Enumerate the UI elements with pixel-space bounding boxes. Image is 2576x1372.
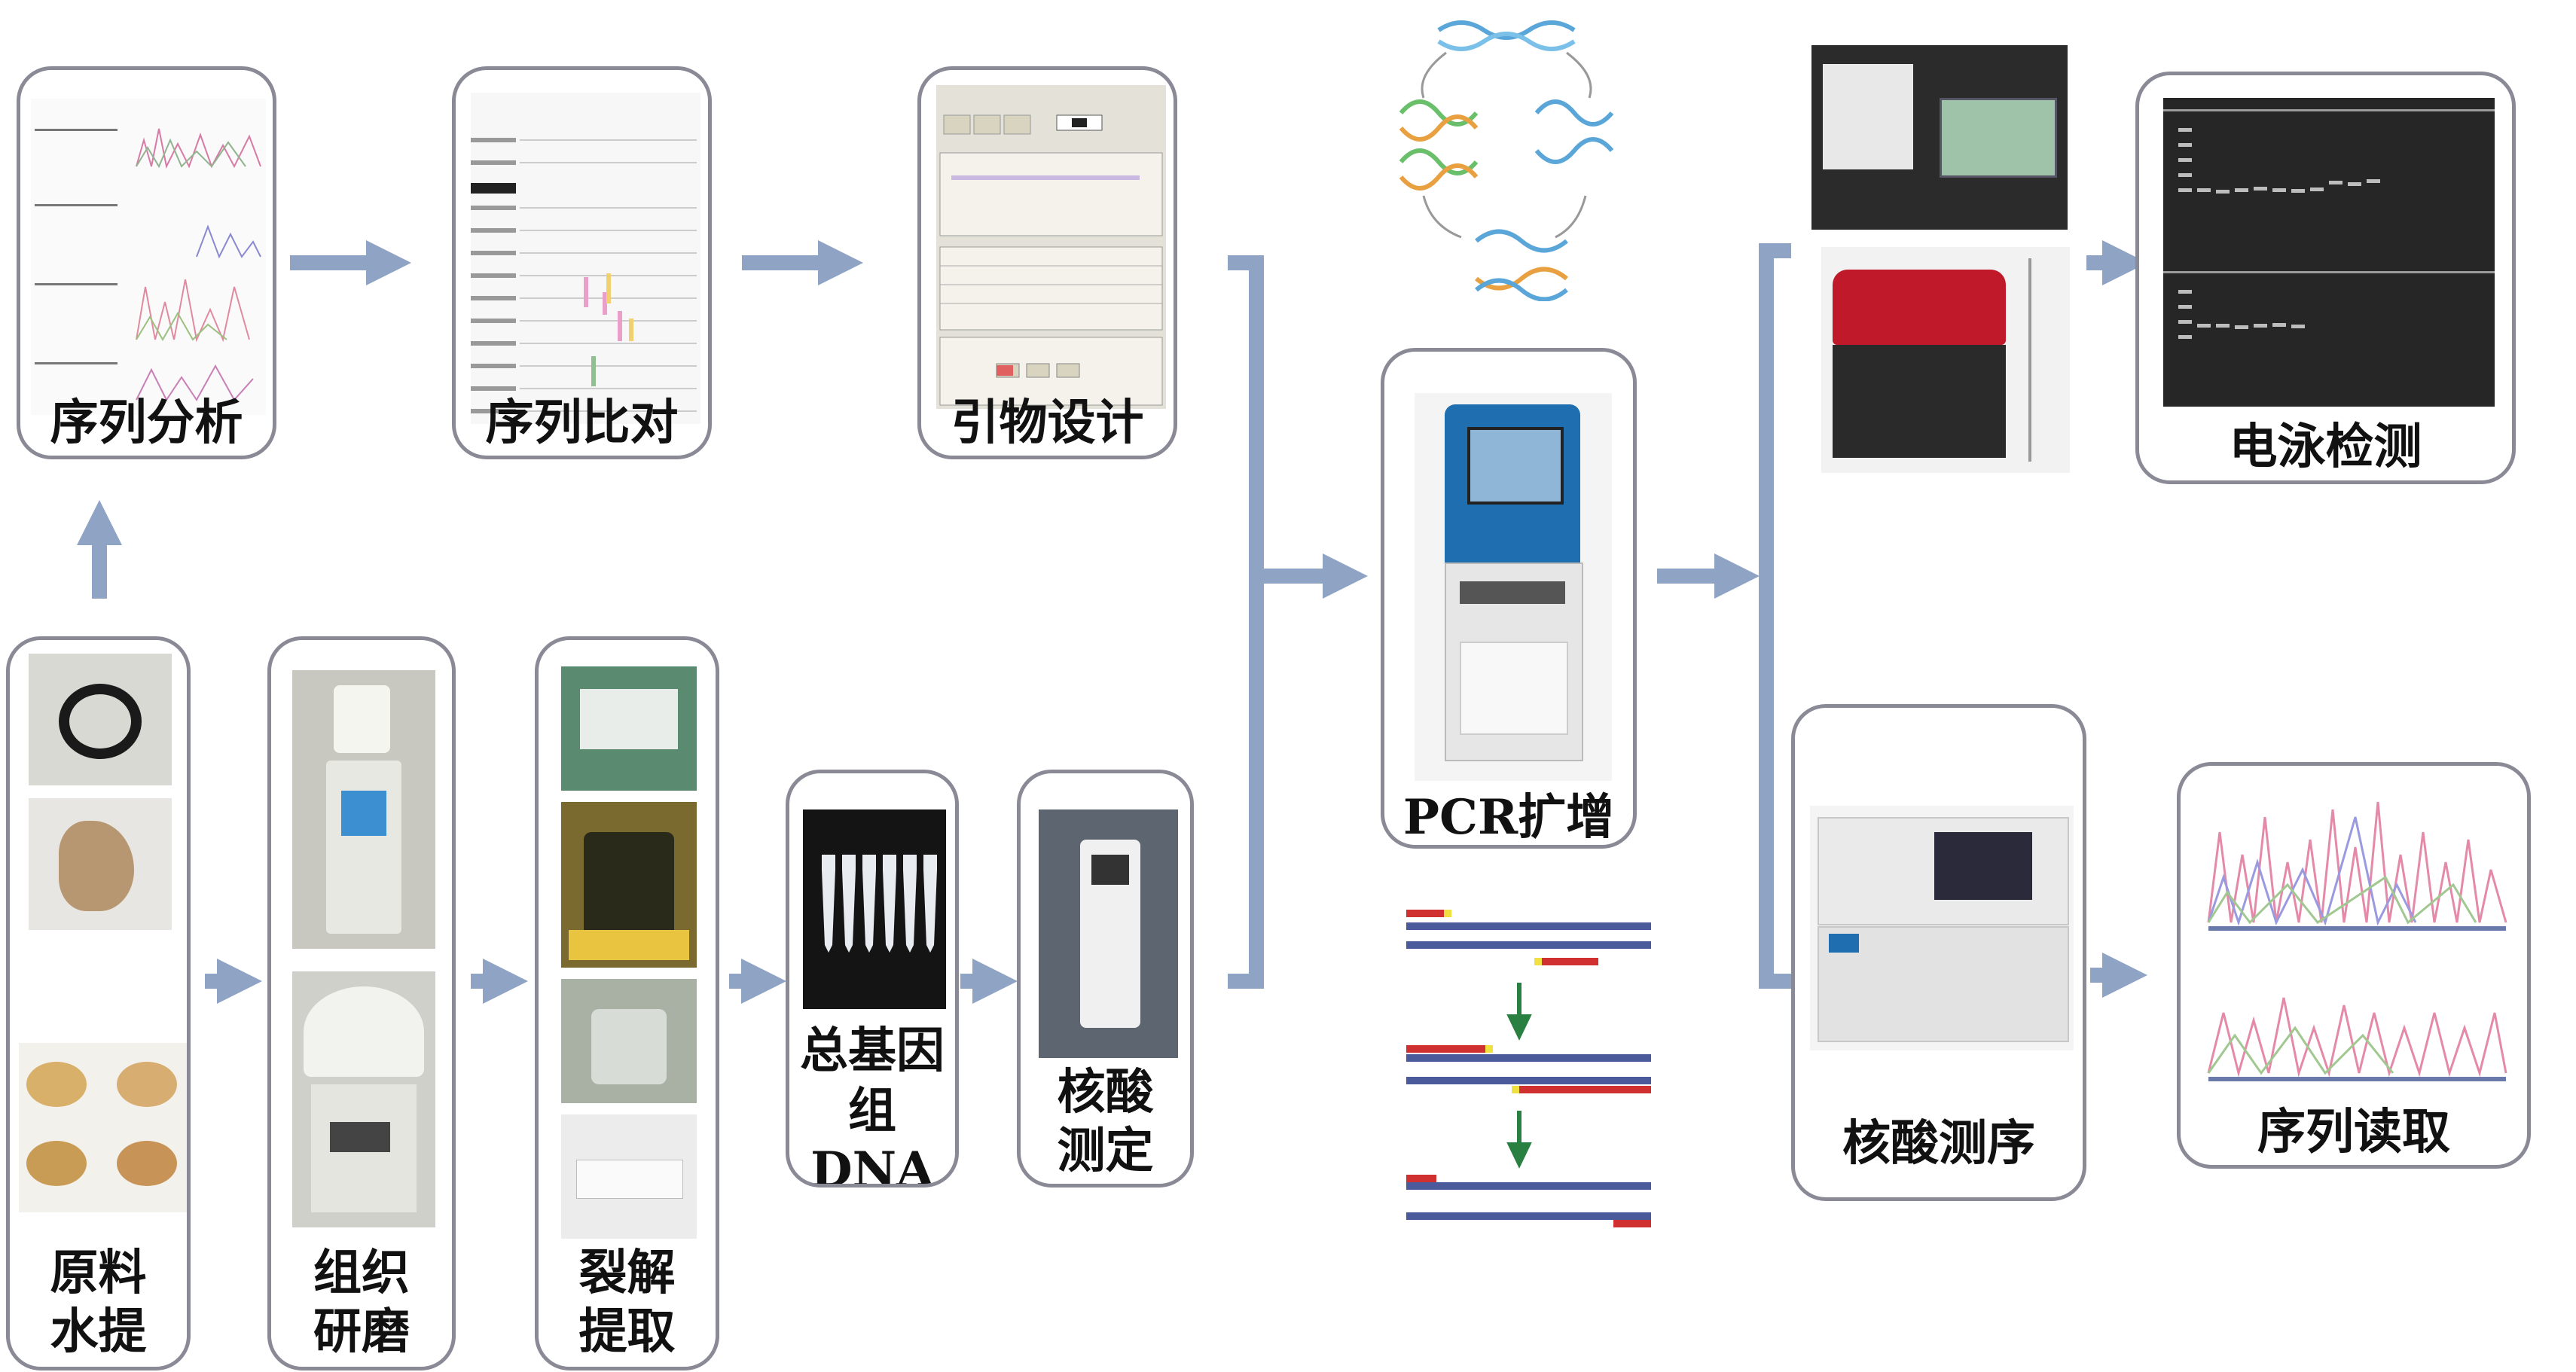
step-electrophoresis-detection: 电泳检测: [2135, 72, 2516, 484]
step-label-line-2: 测定: [1057, 1124, 1154, 1179]
alignment-image: [471, 93, 700, 424]
step-sequence-alignment: 序列比对: [452, 66, 712, 459]
dna-tubes-photo: [803, 809, 946, 1009]
primer-software-image: [936, 85, 1166, 409]
step-total-genomic-dna: 总基因 组DNA: [786, 770, 959, 1188]
step-label: 核酸测序: [1842, 1116, 2035, 1172]
step-label-line-1: 组织: [313, 1245, 410, 1301]
raw-material-photo-1: [29, 654, 172, 785]
spectrophotometer-photo: [1039, 809, 1178, 1058]
power-supply-photo: [1821, 247, 2070, 473]
step-label-line-1: 核酸: [1057, 1065, 1154, 1120]
step-nucleic-acid-measurement: 核酸 测定: [1017, 770, 1194, 1188]
gel-image: [2163, 98, 2495, 407]
step-label: 序列读取: [2257, 1105, 2450, 1160]
step-label-line-2: 组DNA: [810, 1083, 934, 1188]
bracket-from-pcr: [1759, 243, 1791, 989]
step-primer-design: 引物设计: [917, 66, 1177, 459]
sequencing-trace-image: [2207, 801, 2507, 1081]
pcr-machine-photo: [1415, 393, 1612, 781]
chromatogram-image: [31, 99, 266, 415]
step-lysis-extraction: 裂解 提取: [535, 636, 719, 1370]
step-raw-material-water-extraction: 原料 水提: [6, 636, 191, 1370]
step-label-line-1: 原料: [50, 1245, 147, 1301]
step-label-line-2: 提取: [578, 1304, 676, 1360]
label-bottle-photo: [561, 1114, 697, 1239]
step-label-line-2: 水提: [50, 1304, 147, 1360]
step-sequence-reading: 序列读取: [2177, 762, 2531, 1169]
step-label-line-2: 研磨: [313, 1304, 410, 1360]
step-label-line-1: 总基因: [800, 1023, 945, 1079]
step-label: 电泳检测: [2229, 419, 2422, 475]
raw-material-photo-2: [29, 798, 172, 930]
sequencer-photo: [1810, 806, 2074, 1050]
kit-photo-1: [561, 666, 697, 791]
step-tissue-grinding: 组织 研磨: [267, 636, 456, 1370]
pcr-cycle-diagram: [1399, 20, 1614, 301]
step-sequence-analysis: 序列分析: [17, 66, 276, 459]
step-nucleic-acid-sequencing: 核酸测序: [1791, 704, 2086, 1201]
centrifuge-photo: [292, 971, 435, 1227]
step-label: PCR扩增: [1402, 789, 1615, 846]
reagent-bottle-photo: [561, 802, 697, 968]
bracket-to-pcr: [1228, 255, 1264, 989]
step-label: 序列分析: [50, 395, 243, 451]
powder-samples-photo: [19, 1043, 187, 1212]
grinder-photo: [292, 670, 435, 949]
step-pcr-amplification: PCR扩增: [1381, 348, 1637, 849]
step-label: 序列比对: [485, 395, 679, 451]
step-label-line-1: 裂解: [578, 1245, 676, 1301]
primer-binding-diagram: [1406, 910, 1651, 1227]
electrophoresis-tank-photo: [1811, 45, 2068, 230]
tube-photo: [561, 979, 697, 1103]
step-label: 引物设计: [951, 395, 1144, 451]
